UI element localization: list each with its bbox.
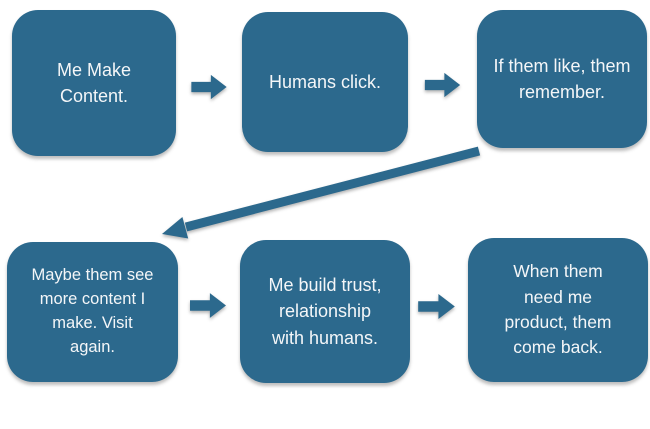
flow-box-text-line: more content I <box>39 290 146 309</box>
flow-box-text-line: Me Make <box>56 59 132 80</box>
flow-box-text-line: make. Visit <box>52 314 133 332</box>
flow-box-text-line: come back. <box>513 337 603 358</box>
flow-box-text-line: Me build trust, <box>268 275 382 296</box>
flow-box-humans-click: Humans click. <box>242 12 408 152</box>
flow-box-visit-again: Maybe them see more content I make. Visi… <box>7 242 178 382</box>
flow-box-text-line: product, them <box>504 312 612 332</box>
flow-box-me-make-content: Me Make Content. <box>12 10 176 156</box>
flow-box-text-line: If them like, them <box>493 55 631 76</box>
flow-box-text-line: with humans. <box>271 327 379 348</box>
flow-box-them-remember: If them like, them remember. <box>477 10 647 148</box>
arrow-right-icon <box>190 74 228 100</box>
flow-box-text-line: Humans click. <box>268 71 382 92</box>
arrow-right-icon <box>423 72 462 98</box>
flow-box-come-back: When them need me product, them come bac… <box>468 238 648 382</box>
flow-box-build-trust: Me build trust, relationship with humans… <box>240 240 410 383</box>
arrow-right-icon <box>418 293 455 320</box>
flow-box-text-line: When them <box>513 261 603 282</box>
flow-box-text-line: again. <box>70 337 115 356</box>
arrow-right-icon <box>190 292 226 319</box>
flow-box-text-line: remember. <box>518 82 606 102</box>
flow-box-text-line: relationship <box>278 301 372 322</box>
flow-box-text-line: Content. <box>59 86 129 106</box>
flow-box-text-line: Maybe them see <box>31 266 154 285</box>
flow-box-text-line: need me <box>523 286 593 307</box>
